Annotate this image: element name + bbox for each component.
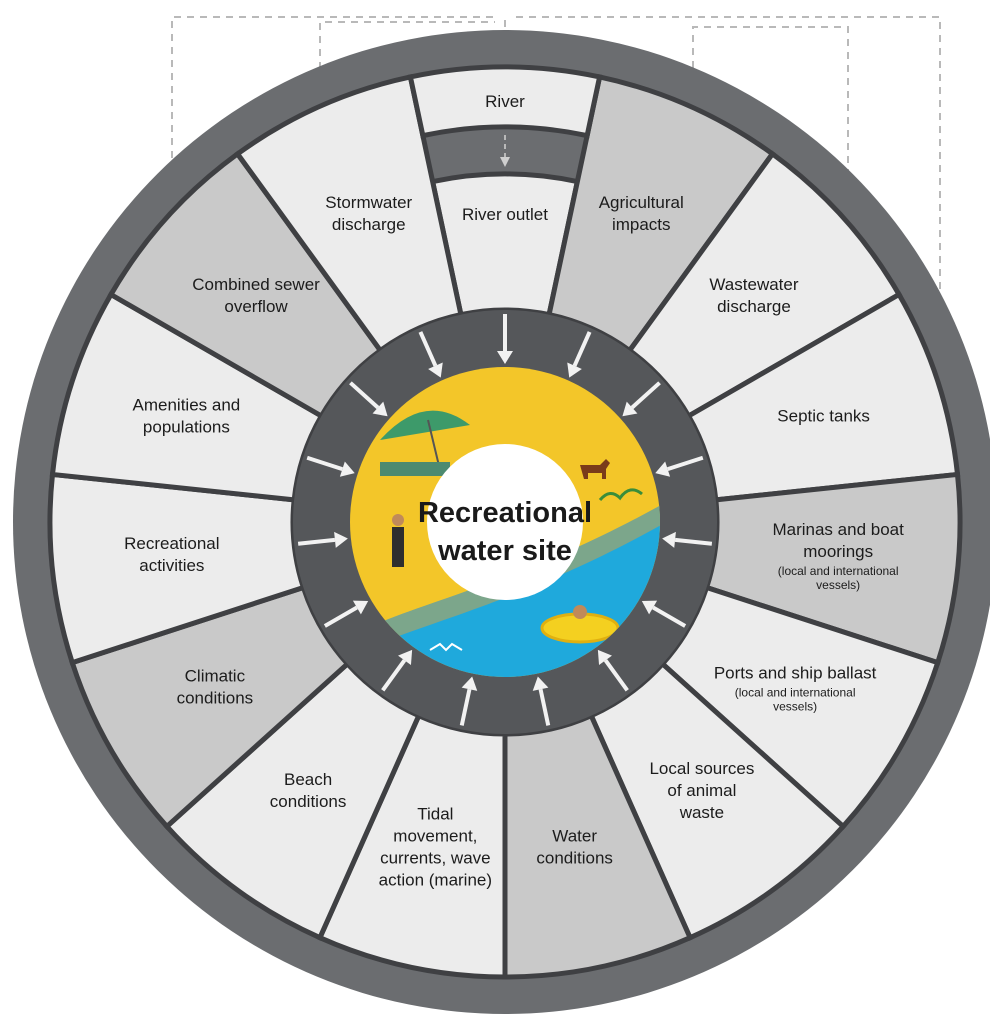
label-water-conditions-line: conditions bbox=[536, 849, 613, 868]
label-tidal-movement-line: Tidal bbox=[417, 805, 453, 824]
river-band bbox=[407, 64, 603, 139]
center-circle bbox=[427, 444, 583, 600]
label-local-sources-of-animal-waste-line: waste bbox=[679, 803, 724, 822]
label-tidal-movement-line: movement, bbox=[393, 827, 477, 846]
label-recreational-activities-line: activities bbox=[139, 556, 204, 575]
dog-icon bbox=[580, 459, 610, 479]
dashed-line-left-outer bbox=[171, 16, 495, 210]
river-source: River bbox=[407, 64, 603, 139]
label-amenities-and-populations-line: populations bbox=[143, 417, 230, 436]
label-combined-sewer-overflow: Combined sewer overflow bbox=[192, 275, 320, 316]
label-wastewater-discharge-line: Wastewater bbox=[709, 275, 798, 294]
label-water-conditions-line: Water bbox=[552, 827, 597, 846]
label-recreational-activities-line: Recreational bbox=[124, 534, 219, 553]
label-water-conditions: Water conditions bbox=[536, 827, 613, 868]
label-ports-and-ship-ballast-subline: vessels) bbox=[773, 700, 817, 714]
label-local-sources-of-animal-waste: Local sources of animal waste bbox=[649, 759, 754, 822]
label-combined-sewer-overflow-line: overflow bbox=[224, 297, 288, 316]
bird-icon bbox=[429, 642, 463, 652]
label-wastewater-discharge: Wastewater discharge bbox=[709, 275, 798, 316]
label-tidal-movement: Tidal movement, currents, wave action (mari… bbox=[379, 805, 492, 890]
label-river-outlet-line: River outlet bbox=[462, 205, 548, 224]
arrow-beach-conditions bbox=[381, 649, 413, 692]
label-tidal-movement-line: currents, wave bbox=[380, 849, 491, 868]
label-septic-tanks-line: Septic tanks bbox=[777, 406, 870, 425]
arrow-recreational-activities bbox=[297, 531, 348, 548]
influence-arrows bbox=[297, 135, 713, 726]
label-climatic-conditions: Climatic conditions bbox=[177, 667, 254, 708]
arrow-climatic-conditions bbox=[323, 600, 369, 628]
arrow-combined-sewer-overflow bbox=[349, 381, 388, 417]
bench-icon bbox=[380, 462, 450, 476]
label-ports-and-ship-ballast-line: Ports and ship ballast bbox=[714, 664, 877, 683]
center-title-line-2: water site bbox=[437, 535, 572, 567]
label-recreational-activities: Recreational activities bbox=[124, 534, 219, 575]
label-wastewater-discharge-line: discharge bbox=[717, 297, 791, 316]
label-amenities-and-populations-line: Amenities and bbox=[133, 395, 241, 414]
arrow-river-outlet bbox=[497, 314, 513, 364]
label-ports-and-ship-ballast: Ports and ship ballast (local and interna… bbox=[714, 664, 877, 714]
dashed-line-right-inner bbox=[692, 26, 849, 215]
person-head-icon bbox=[392, 514, 404, 526]
label-stormwater-discharge-line: discharge bbox=[332, 215, 406, 234]
arrow-wastewater-discharge bbox=[622, 381, 661, 417]
label-marinas-and-boat-moorings-subline: vessels) bbox=[816, 578, 860, 592]
label-ports-and-ship-ballast-subline: (local and international bbox=[735, 686, 856, 700]
label-agricultural-impacts-line: Agricultural bbox=[599, 193, 684, 212]
arrow-amenities-and-populations bbox=[306, 455, 355, 477]
label-stormwater-discharge-line: Stormwater bbox=[325, 193, 412, 212]
arrow-local-sources-of-animal-waste bbox=[597, 649, 629, 692]
umbrella-pole-icon bbox=[427, 419, 441, 471]
label-amenities-and-populations: Amenities and populations bbox=[133, 395, 241, 436]
label-marinas-and-boat-moorings-line: moorings bbox=[803, 542, 873, 561]
arrow-marinas-and-boat-moorings bbox=[662, 531, 713, 548]
label-combined-sewer-overflow-line: Combined sewer bbox=[192, 275, 320, 294]
label-marinas-and-boat-moorings-subline: (local and international bbox=[778, 564, 899, 578]
label-stormwater-discharge: Stormwater discharge bbox=[325, 193, 412, 234]
center-title-line-1: Recreational bbox=[418, 497, 592, 529]
label-climatic-conditions-line: conditions bbox=[177, 689, 254, 708]
label-beach-conditions: Beach conditions bbox=[270, 770, 347, 811]
seaweed-icon bbox=[598, 488, 643, 502]
arrow-septic-tanks bbox=[655, 455, 704, 477]
person-body-icon bbox=[392, 527, 404, 567]
label-septic-tanks: Septic tanks bbox=[777, 406, 870, 425]
label-agricultural-impacts: Agricultural impacts bbox=[599, 193, 684, 234]
label-local-sources-of-animal-waste-line: Local sources bbox=[649, 759, 754, 778]
label-river-outlet: River outlet bbox=[462, 205, 548, 224]
dashed-line-right-outer bbox=[515, 16, 941, 380]
label-tidal-movement-line: action (marine) bbox=[379, 871, 492, 890]
arrow-ports-and-ship-ballast bbox=[641, 600, 687, 628]
label-marinas-and-boat-moorings: Marinas and boat moorings (local and inter… bbox=[772, 520, 904, 592]
label-climatic-conditions-line: Climatic bbox=[185, 667, 246, 686]
label-beach-conditions-line: Beach bbox=[284, 770, 332, 789]
swimmer-head-icon bbox=[573, 605, 587, 619]
arrow-agricultural-impacts bbox=[567, 331, 592, 378]
arrow-tidal-movement bbox=[459, 676, 478, 726]
label-agricultural-impacts-line: impacts bbox=[612, 215, 671, 234]
segment-ring: River outlet Agricultural impactsWastewate… bbox=[47, 73, 963, 980]
river-label: River bbox=[485, 92, 525, 111]
label-local-sources-of-animal-waste-line: of animal bbox=[667, 781, 736, 800]
label-beach-conditions-line: conditions bbox=[270, 792, 347, 811]
arrow-stormwater-discharge bbox=[418, 331, 443, 378]
umbrella-icon bbox=[380, 410, 470, 440]
label-marinas-and-boat-moorings-line: Marinas and boat bbox=[772, 520, 904, 539]
arrow-water-conditions bbox=[532, 676, 551, 726]
